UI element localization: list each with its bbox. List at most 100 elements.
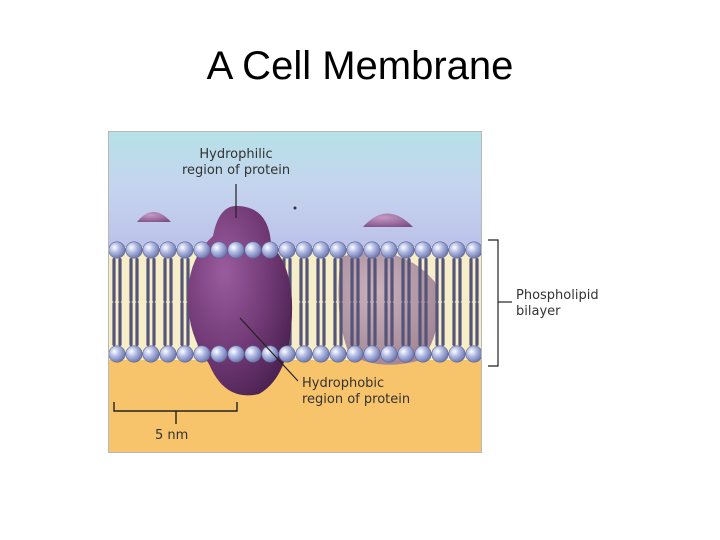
phospholipid-head-icon [448, 345, 466, 363]
phospholipid-head-icon [210, 241, 228, 259]
phospholipid-head-icon [176, 345, 194, 363]
fatty-acid-tail [339, 258, 343, 302]
phospholipid-head-icon [465, 345, 481, 363]
phospholipid-head-icon [465, 241, 481, 259]
fatty-acid-tail [424, 302, 428, 346]
fatty-acid-tail [180, 302, 184, 346]
phospholipid-head-icon [380, 345, 398, 363]
phospholipid-head-icon [210, 345, 228, 363]
fatty-acid-tail [435, 302, 439, 346]
fatty-acid-tail [299, 302, 303, 346]
fatty-acid-tail [146, 258, 150, 302]
fatty-acid-tail [118, 258, 122, 302]
phospholipid-head-icon [448, 241, 466, 259]
fatty-acid-tail [441, 302, 445, 346]
fatty-acid-tail [333, 258, 337, 302]
fatty-acid-tail [299, 258, 303, 302]
fatty-acid-tail [135, 302, 139, 346]
phospholipid-head-icon [295, 345, 313, 363]
phospholipid-head-icon [159, 345, 177, 363]
fatty-acid-tail [475, 302, 479, 346]
phospholipid-head-icon [125, 345, 143, 363]
phospholipid-head-icon [142, 345, 160, 363]
extracellular-fluid [109, 132, 481, 247]
fatty-acid-tail [475, 258, 479, 302]
fatty-acid-tail [401, 302, 405, 346]
fatty-acid-tail [146, 302, 150, 346]
phospholipid-head-icon [193, 345, 211, 363]
phospholipid-head-icon [109, 345, 126, 363]
phospholipid-head-icon [346, 241, 364, 259]
phospholipid-head-icon [278, 241, 296, 259]
fatty-acid-tail [118, 302, 122, 346]
fatty-acid-tail [129, 258, 133, 302]
fatty-acid-tail [316, 302, 320, 346]
phospholipid-head-icon [414, 241, 432, 259]
fatty-acid-tail [356, 302, 360, 346]
fatty-acid-tail [180, 258, 184, 302]
fatty-acid-tail [163, 302, 167, 346]
peripheral-protein-right [363, 213, 413, 227]
fatty-acid-tail [129, 302, 133, 346]
fatty-acid-tail [373, 258, 377, 302]
phospholipid-head-icon [142, 241, 160, 259]
fatty-acid-tail [169, 302, 173, 346]
background-transmembrane-protein [338, 252, 438, 365]
fatty-acid-tail [441, 258, 445, 302]
fatty-acid-tail [356, 258, 360, 302]
scale-bar-label: 5 nm [155, 428, 189, 443]
fatty-acid-tail [418, 258, 422, 302]
phospholipid-head-icon [159, 241, 177, 259]
fatty-acid-tail [384, 302, 388, 346]
phospholipid-bilayer-label: Phospholipid bilayer [516, 288, 599, 319]
fatty-acid-tail [373, 302, 377, 346]
hydrophilic-region-label: Hydrophilic region of protein [181, 147, 291, 178]
fatty-acid-tail [458, 258, 462, 302]
phospholipid-head-icon [312, 241, 330, 259]
fatty-acid-tail [169, 258, 173, 302]
fatty-acid-tail [333, 302, 337, 346]
fatty-acid-tail [112, 258, 116, 302]
phospholipid-head-icon [363, 241, 381, 259]
fatty-acid-tail [339, 302, 343, 346]
fatty-acid-tail [135, 258, 139, 302]
phospholipid-head-icon [261, 345, 279, 363]
fatty-acid-tail [350, 258, 354, 302]
phospholipid-head-icon [295, 241, 313, 259]
phospholipid-head-icon [109, 241, 126, 259]
fatty-acid-tail [350, 302, 354, 346]
phospholipid-head-icon [363, 345, 381, 363]
phospholipid-head-icon [312, 345, 330, 363]
peripheral-protein-left [137, 212, 171, 222]
fatty-acid-tail [112, 302, 116, 346]
phospholipid-head-icon [397, 241, 415, 259]
phospholipid-head-icon [431, 345, 449, 363]
phospholipid-head-icon [414, 345, 432, 363]
fatty-acid-tail [384, 258, 388, 302]
phospholipid-head-icon [431, 241, 449, 259]
fatty-acid-tail [407, 302, 411, 346]
fatty-acid-tail [367, 302, 371, 346]
fatty-acid-tail [458, 302, 462, 346]
phospholipid-head-icon [125, 241, 143, 259]
phospholipid-head-icon [176, 241, 194, 259]
fatty-acid-tail [390, 258, 394, 302]
fatty-acid-tail [305, 258, 309, 302]
fatty-acid-tail [435, 258, 439, 302]
phospholipid-head-icon [244, 345, 262, 363]
fatty-acid-tail [152, 302, 156, 346]
fatty-acid-tail [367, 258, 371, 302]
bilayer-bracket [488, 239, 499, 367]
fatty-acid-tail [316, 258, 320, 302]
fatty-acid-tail [322, 302, 326, 346]
phospholipid-head-icon [244, 241, 262, 259]
phospholipid-head-icon [227, 345, 245, 363]
particle-dot [293, 206, 297, 210]
slide-title: A Cell Membrane [206, 44, 514, 88]
fatty-acid-tail [469, 302, 473, 346]
phospholipid-head-icon [278, 345, 296, 363]
phospholipid-head-icon [397, 345, 415, 363]
phospholipid-head-icon [261, 241, 279, 259]
fatty-acid-tail [163, 258, 167, 302]
fatty-acid-tail [424, 258, 428, 302]
